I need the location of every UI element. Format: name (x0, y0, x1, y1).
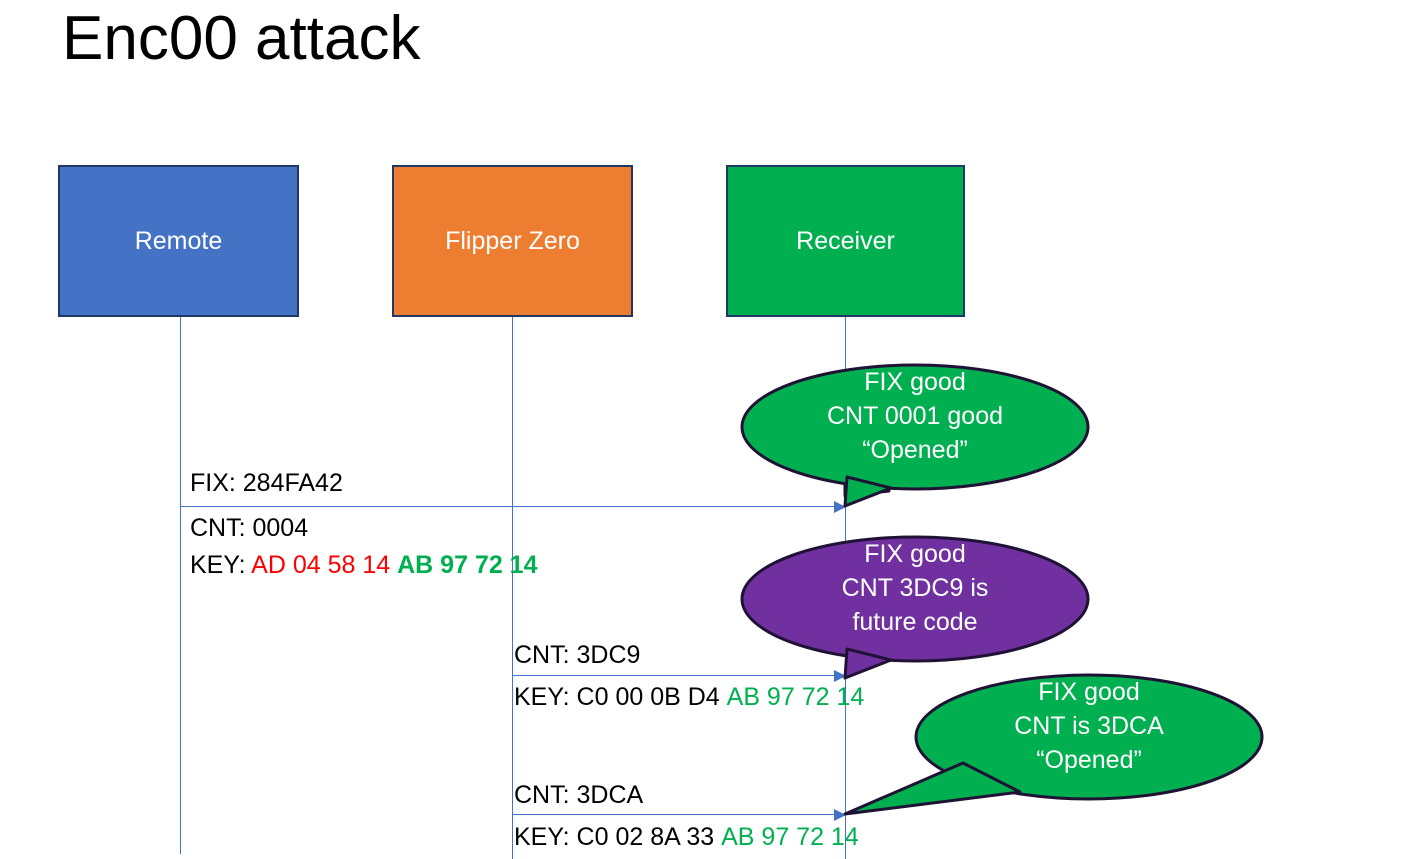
message-arrow-1 (180, 501, 846, 513)
message-3-key-label: KEY: C0 02 8A 33 AB 97 72 14 (514, 820, 859, 854)
callout-3-shape (843, 673, 1264, 816)
page-title: Enc00 attack (62, 4, 421, 73)
callout-3-line-2: CNT is 3DCA (1014, 712, 1164, 740)
callout-2-line-1: FIX good (864, 540, 966, 568)
actor-label-flipper: Flipper Zero (445, 226, 580, 255)
message-2-key-first-half: C0 00 0B D4 (576, 683, 720, 711)
callout-1-shape (740, 363, 1090, 508)
callout-2-shape (740, 535, 1090, 680)
actor-box-remote: Remote (58, 165, 299, 317)
message-2-key-label: KEY: C0 00 0B D4 AB 97 72 14 (514, 680, 864, 714)
message-2-key-prefix: KEY: (514, 683, 577, 711)
message-2-key-second-half: AB 97 72 14 (726, 683, 865, 711)
callout-1-line-2: CNT 0001 good (826, 402, 1004, 430)
message-1-key-prefix: KEY: (190, 551, 252, 579)
message-1-key-label: KEY: AD 04 58 14 AB 97 72 14 (190, 548, 538, 582)
callout-bubble-2: FIX good CNT 3DC9 is future code (740, 523, 1090, 680)
message-1-key-second-half: AB 97 72 14 (397, 551, 538, 579)
message-1-fix-label: FIX: 284FA42 (190, 469, 343, 497)
callout-bubble-1: FIX good CNT 0001 good “Opened” (740, 351, 1090, 508)
callout-1-line-3: “Opened” (862, 436, 968, 464)
message-arrow-2 (512, 670, 846, 682)
callout-2-line-2: CNT 3DC9 is (841, 574, 989, 602)
lifeline-flipper (512, 317, 513, 859)
message-3-key-first-half: C0 02 8A 33 (576, 823, 715, 851)
callout-3-line-3: “Opened” (1036, 746, 1142, 774)
callout-1-line-1: FIX good (864, 368, 966, 396)
message-1-cnt-label: CNT: 0004 (190, 514, 309, 542)
message-arrow-3 (512, 809, 846, 821)
callout-3-line-1: FIX good (1038, 678, 1140, 706)
message-2-cnt-label: CNT: 3DC9 (514, 641, 641, 669)
actor-label-remote: Remote (134, 226, 223, 255)
message-1-key-first-half: AD 04 58 14 (251, 551, 391, 579)
message-3-key-prefix: KEY: (514, 823, 577, 851)
key-separator-2 (720, 683, 727, 711)
lifeline-remote (180, 317, 181, 854)
callout-2-line-3: future code (852, 608, 978, 636)
message-3-key-second-half: AB 97 72 14 (721, 823, 859, 851)
actor-box-receiver: Receiver (726, 165, 965, 317)
message-3-cnt-label: CNT: 3DCA (514, 781, 644, 809)
callout-bubble-3: FIX good CNT is 3DCA “Opened” (843, 661, 1264, 816)
actor-box-flipper: Flipper Zero (392, 165, 633, 317)
actor-label-receiver: Receiver (796, 226, 895, 255)
